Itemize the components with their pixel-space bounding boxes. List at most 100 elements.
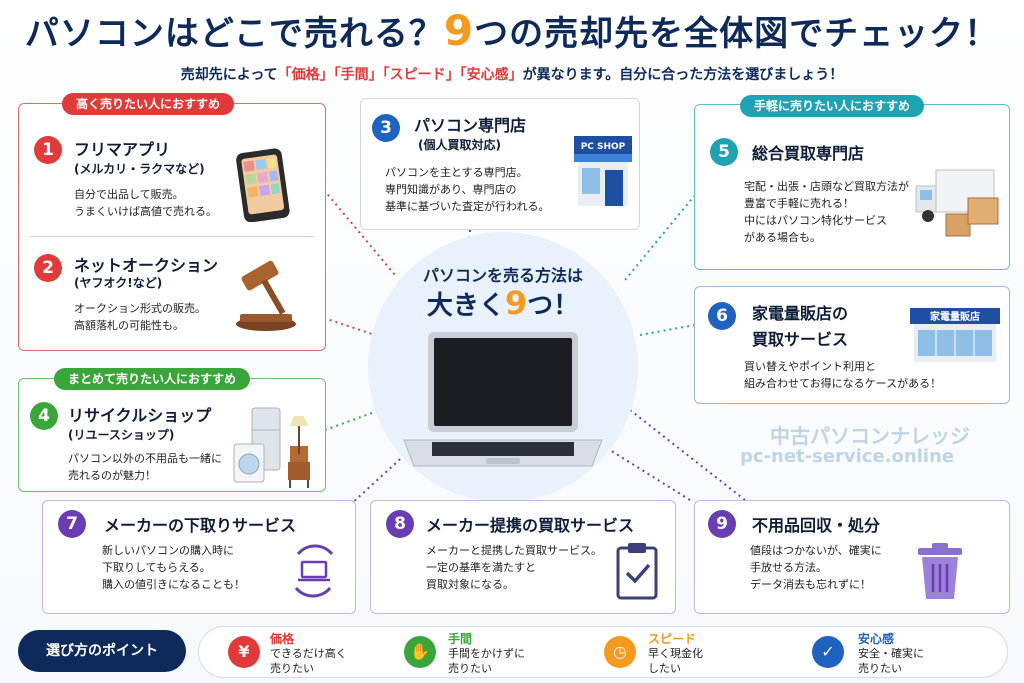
keyword-safety: 「安心感」 <box>459 67 523 83</box>
electronics-store-sign: 家電量販店 <box>930 310 980 323</box>
number-badge-9: 9 <box>708 510 736 538</box>
desc-line: 中にはパソコン特化サービス <box>744 214 887 227</box>
desc-line: メーカーと提携した買取サービス。 <box>426 544 602 557</box>
center-text-line1: パソコンを売る方法は <box>422 266 583 285</box>
desc-line: データ消去も忘れずに！ <box>750 578 871 591</box>
desc-line: 買取対象になる。 <box>426 578 514 591</box>
laptop-icon <box>403 332 603 467</box>
number-badge-6: 6 <box>708 302 736 330</box>
card-desc-auction: オークション形式の販売。高額落札の可能性も。 <box>74 300 206 334</box>
desc-line: 値段はつかないが、確実に <box>750 544 882 557</box>
title-part-1: パソコンはどこで売れる？ <box>24 14 444 54</box>
electronics-store-building-icon: 家電量販店 <box>910 308 1000 362</box>
appliances-icon <box>233 407 310 488</box>
desc-line: 一定の基準を満たすと <box>426 561 536 574</box>
desc-line: がある場合も。 <box>744 231 821 244</box>
card-sub-recycle-shop: (リユースショップ) <box>68 428 175 442</box>
keyword-price: 「価格」 <box>277 67 334 83</box>
yen-icon: ¥ <box>228 636 260 668</box>
card-desc-general-buyer: 宅配・出張・店頭など買取方法が豊富で手軽に売れる！ 中にはパソコン特化サービスがあ… <box>744 178 909 246</box>
desc-line: 基準に基づいた査定が行われる。 <box>385 200 550 213</box>
number-badge-1: 1 <box>34 136 62 164</box>
desc-line: したい <box>648 662 681 675</box>
desc-line: パソコンを主とする専門店。 <box>385 166 528 179</box>
delivery-truck-icon <box>915 169 999 237</box>
point-title-effort: 手間 <box>448 632 473 646</box>
desc-line: 手放せる方法。 <box>750 561 827 574</box>
card-desc-electronics-store: 買い替えやポイント利用と組み合わせてお得になるケースがある！ <box>744 358 941 392</box>
smartphone-icon <box>236 148 290 222</box>
divider <box>30 236 314 237</box>
card-sub-flea-market: (メルカリ・ラクマなど) <box>74 162 205 176</box>
page-title: パソコンはどこで売れる？9つの売却先を全体図でチェック！ <box>0 6 1024 55</box>
shield-check-icon: ✓ <box>812 636 844 668</box>
desc-line: 新しいパソコンの購入時に <box>102 544 234 557</box>
keyword-speed: 「スピード」 <box>382 67 460 83</box>
number-badge-7: 7 <box>58 510 86 538</box>
desc-line: 宅配・出張・店頭など買取方法が <box>744 180 909 193</box>
desc-line: 下取りしてもらえる。 <box>102 561 211 574</box>
card-desc-trade-in: 新しいパソコンの購入時に下取りしてもらえる。購入の値引きになることも！ <box>102 542 245 593</box>
center-post: つ！ <box>527 291 580 321</box>
exchange-laptop-icon <box>294 544 334 598</box>
desc-line: 買い替えやポイント利用と <box>744 360 876 373</box>
clipboard-check-icon <box>616 543 658 600</box>
desc-line: 豊富で手軽に売れる！ <box>744 197 854 210</box>
center-number: 9 <box>504 284 528 322</box>
card-title-trade-in: メーカーの下取りサービス <box>104 516 297 535</box>
card-desc-pc-shop: パソコンを主とする専門店。専門知識があり、専門店の基準に基づいた査定が行われる。 <box>385 164 549 215</box>
desc-line: 早く現金化 <box>648 647 703 660</box>
desc-line: パソコン以外の不用品も一緒に <box>68 452 222 465</box>
number-badge-5: 5 <box>710 138 738 166</box>
desc-line: 専門知識があり、専門店の <box>385 183 517 196</box>
desc-line: 売りたい <box>270 662 314 675</box>
pc-shop-building-icon: PC SHOP <box>574 136 632 206</box>
card-sub-electronics-store: 買取サービス <box>752 330 849 349</box>
desc-line: 売りたい <box>448 662 492 675</box>
number-badge-2: 2 <box>34 254 62 282</box>
card-title-disposal: 不用品回収・処分 <box>752 516 881 535</box>
card-title-maker-buyback: メーカー提携の買取サービス <box>426 516 635 535</box>
card-title-general-buyer: 総合買取専門店 <box>752 144 865 163</box>
point-desc-price: できるだけ高く売りたい <box>270 646 347 676</box>
point-title-safety: 安心感 <box>858 632 895 646</box>
pc-shop-sign: PC SHOP <box>581 142 626 152</box>
tag-bulk: まとめて売りたい人におすすめ <box>54 368 251 390</box>
card-title-auction: ネットオークション <box>74 256 219 275</box>
desc-line: 購入の値引きになることも！ <box>102 578 245 591</box>
point-title-speed: スピード <box>648 632 697 646</box>
desc-line: 売りたい <box>858 662 902 675</box>
desc-line: 高額落札の可能性も。 <box>74 319 184 332</box>
point-desc-effort: 手間をかけずに売りたい <box>448 646 525 676</box>
card-desc-disposal: 値段はつかないが、確実に手放せる方法。データ消去も忘れずに！ <box>750 542 882 593</box>
gavel-icon <box>236 260 296 331</box>
points-bar <box>198 626 1008 678</box>
number-badge-8: 8 <box>386 510 414 538</box>
number-badge-3: 3 <box>372 114 400 142</box>
center-pre: 大きく <box>426 291 505 321</box>
desc-line: うまくいけば高値で売れる。 <box>74 205 217 218</box>
card-desc-flea-market: 自分で出品して販売。うまくいけば高値で売れる。 <box>74 186 217 220</box>
point-desc-safety: 安全・確実に売りたい <box>858 646 924 676</box>
point-desc-speed: 早く現金化したい <box>648 646 703 676</box>
center-text-line2: 大きく9つ！ <box>368 284 638 322</box>
watermark-line2: pc-net-service.online <box>740 446 955 467</box>
desc-line: 自分で出品して販売。 <box>74 188 184 201</box>
clock-icon: ◷ <box>604 636 636 668</box>
watermark-line1: 中古パソコンナレッジ <box>770 424 970 448</box>
title-number: 9 <box>443 6 475 55</box>
desc-line: 組み合わせてお得になるケースがある！ <box>744 377 942 390</box>
desc-line: 売れるのが魅力！ <box>68 469 156 482</box>
points-label: 選び方のポイント <box>18 630 186 672</box>
keyword-effort: 「手間」 <box>333 67 383 83</box>
trash-can-icon <box>918 543 962 599</box>
card-sub-pc-shop: (個人買取対応) <box>418 138 501 152</box>
card-desc-maker-buyback: メーカーと提携した買取サービス。一定の基準を満たすと買取対象になる。 <box>426 542 602 593</box>
card-title-electronics-store: 家電量販店の <box>752 304 849 323</box>
desc-line: 安全・確実に <box>858 647 924 660</box>
page-subtitle: 売却先によって「価格」「手間」「スピード」「安心感」が異なります。自分に合った方… <box>0 64 1024 84</box>
subtitle-pre: 売却先によって <box>180 67 278 83</box>
card-sub-auction: (ヤフオク!など) <box>74 276 163 290</box>
subtitle-post: が異なります。自分に合った方法を選びましょう！ <box>522 67 844 83</box>
